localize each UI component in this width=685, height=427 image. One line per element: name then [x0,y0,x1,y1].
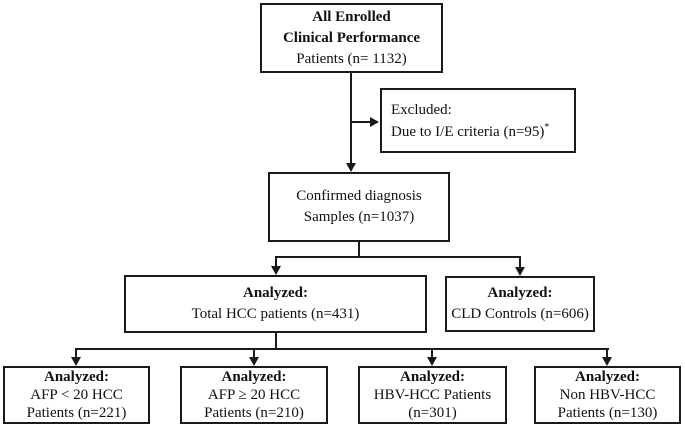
node-excluded: Excluded: Due to I/E criteria (n=95)* [380,88,576,153]
node-cld-controls-line2: CLD Controls (n=606) [451,306,589,322]
connector-to-afp-low-line [75,348,77,358]
connector-confirmed-stub [358,242,360,258]
node-hbv-hcc: Analyzed: HBV-HCC Patients (n=301) [358,366,507,424]
node-total-hcc-line2: Total HCC patients (n=431) [191,306,360,322]
node-afp-low-line1: Analyzed: [44,369,109,385]
connector-to-excluded-line [351,121,371,123]
node-afp-high-line1: Analyzed: [221,369,287,385]
node-confirmed-line1: Confirmed diagnosis [296,188,422,204]
node-excluded-line2: Due to I/E criteria (n=95)* [391,121,550,140]
node-confirmed-line2: Samples (n=1037) [303,209,415,225]
node-all-enrolled-line3: Patients (n= 1132) [296,50,407,67]
node-excluded-line1: Excluded: [391,101,452,118]
node-afp-low-line2: AFP < 20 HCC [30,387,123,403]
connector-total-hcc-stub [275,333,277,350]
arrowhead-into-excluded [370,117,379,127]
connector-to-cld-line [519,256,521,268]
node-total-hcc-line1: Analyzed: [243,285,308,301]
connector-level3-horizontal [275,256,521,258]
node-non-hbv-hcc-line1: Analyzed: [575,369,640,385]
node-afp-high: Analyzed: AFP ≥ 20 HCC Patients (n=210) [180,366,328,424]
node-non-hbv-hcc-line3: Patients (n=130) [557,405,658,421]
arrowhead-into-total-hcc [271,266,281,275]
arrowhead-into-hbv-hcc [427,357,437,366]
connector-enrolled-to-confirmed-line [350,73,352,164]
node-afp-high-line2: AFP ≥ 20 HCC [207,387,301,403]
node-cld-controls-line1: Analyzed: [487,285,553,301]
node-all-enrolled: All Enrolled Clinical Performance Patien… [260,3,443,73]
node-hbv-hcc-line2: HBV-HCC Patients [373,387,492,403]
connector-to-afp-high-line [253,348,255,358]
excluded-footnote-asterisk: * [544,121,550,133]
arrowhead-into-non-hbv-hcc [602,357,612,366]
node-non-hbv-hcc: Analyzed: Non HBV-HCC Patients (n=130) [534,366,681,424]
arrowhead-into-cld [515,267,525,276]
node-hbv-hcc-line1: Analyzed: [400,369,465,385]
node-afp-high-line3: Patients (n=210) [204,405,304,421]
arrowhead-into-afp-high [249,357,259,366]
connector-to-non-hbv-hcc-line [606,348,608,358]
node-non-hbv-hcc-line2: Non HBV-HCC [559,387,656,403]
arrowhead-into-confirmed [346,163,356,172]
node-confirmed-diagnosis: Confirmed diagnosis Samples (n=1037) [268,172,450,242]
node-afp-low: Analyzed: AFP < 20 HCC Patients (n=221) [3,366,150,424]
node-hbv-hcc-line3: (n=301) [408,405,457,421]
arrowhead-into-afp-low [71,357,81,366]
node-afp-low-line3: Patients (n=221) [26,405,127,421]
node-all-enrolled-line1: All Enrolled [312,8,391,25]
connector-level4-horizontal [75,348,609,350]
node-total-hcc: Analyzed: Total HCC patients (n=431) [124,275,427,333]
node-cld-controls: Analyzed: CLD Controls (n=606) [445,276,595,332]
connector-to-total-hcc-line [275,256,277,267]
connector-to-hbv-hcc-line [431,348,433,358]
node-all-enrolled-line2: Clinical Performance [282,29,421,46]
